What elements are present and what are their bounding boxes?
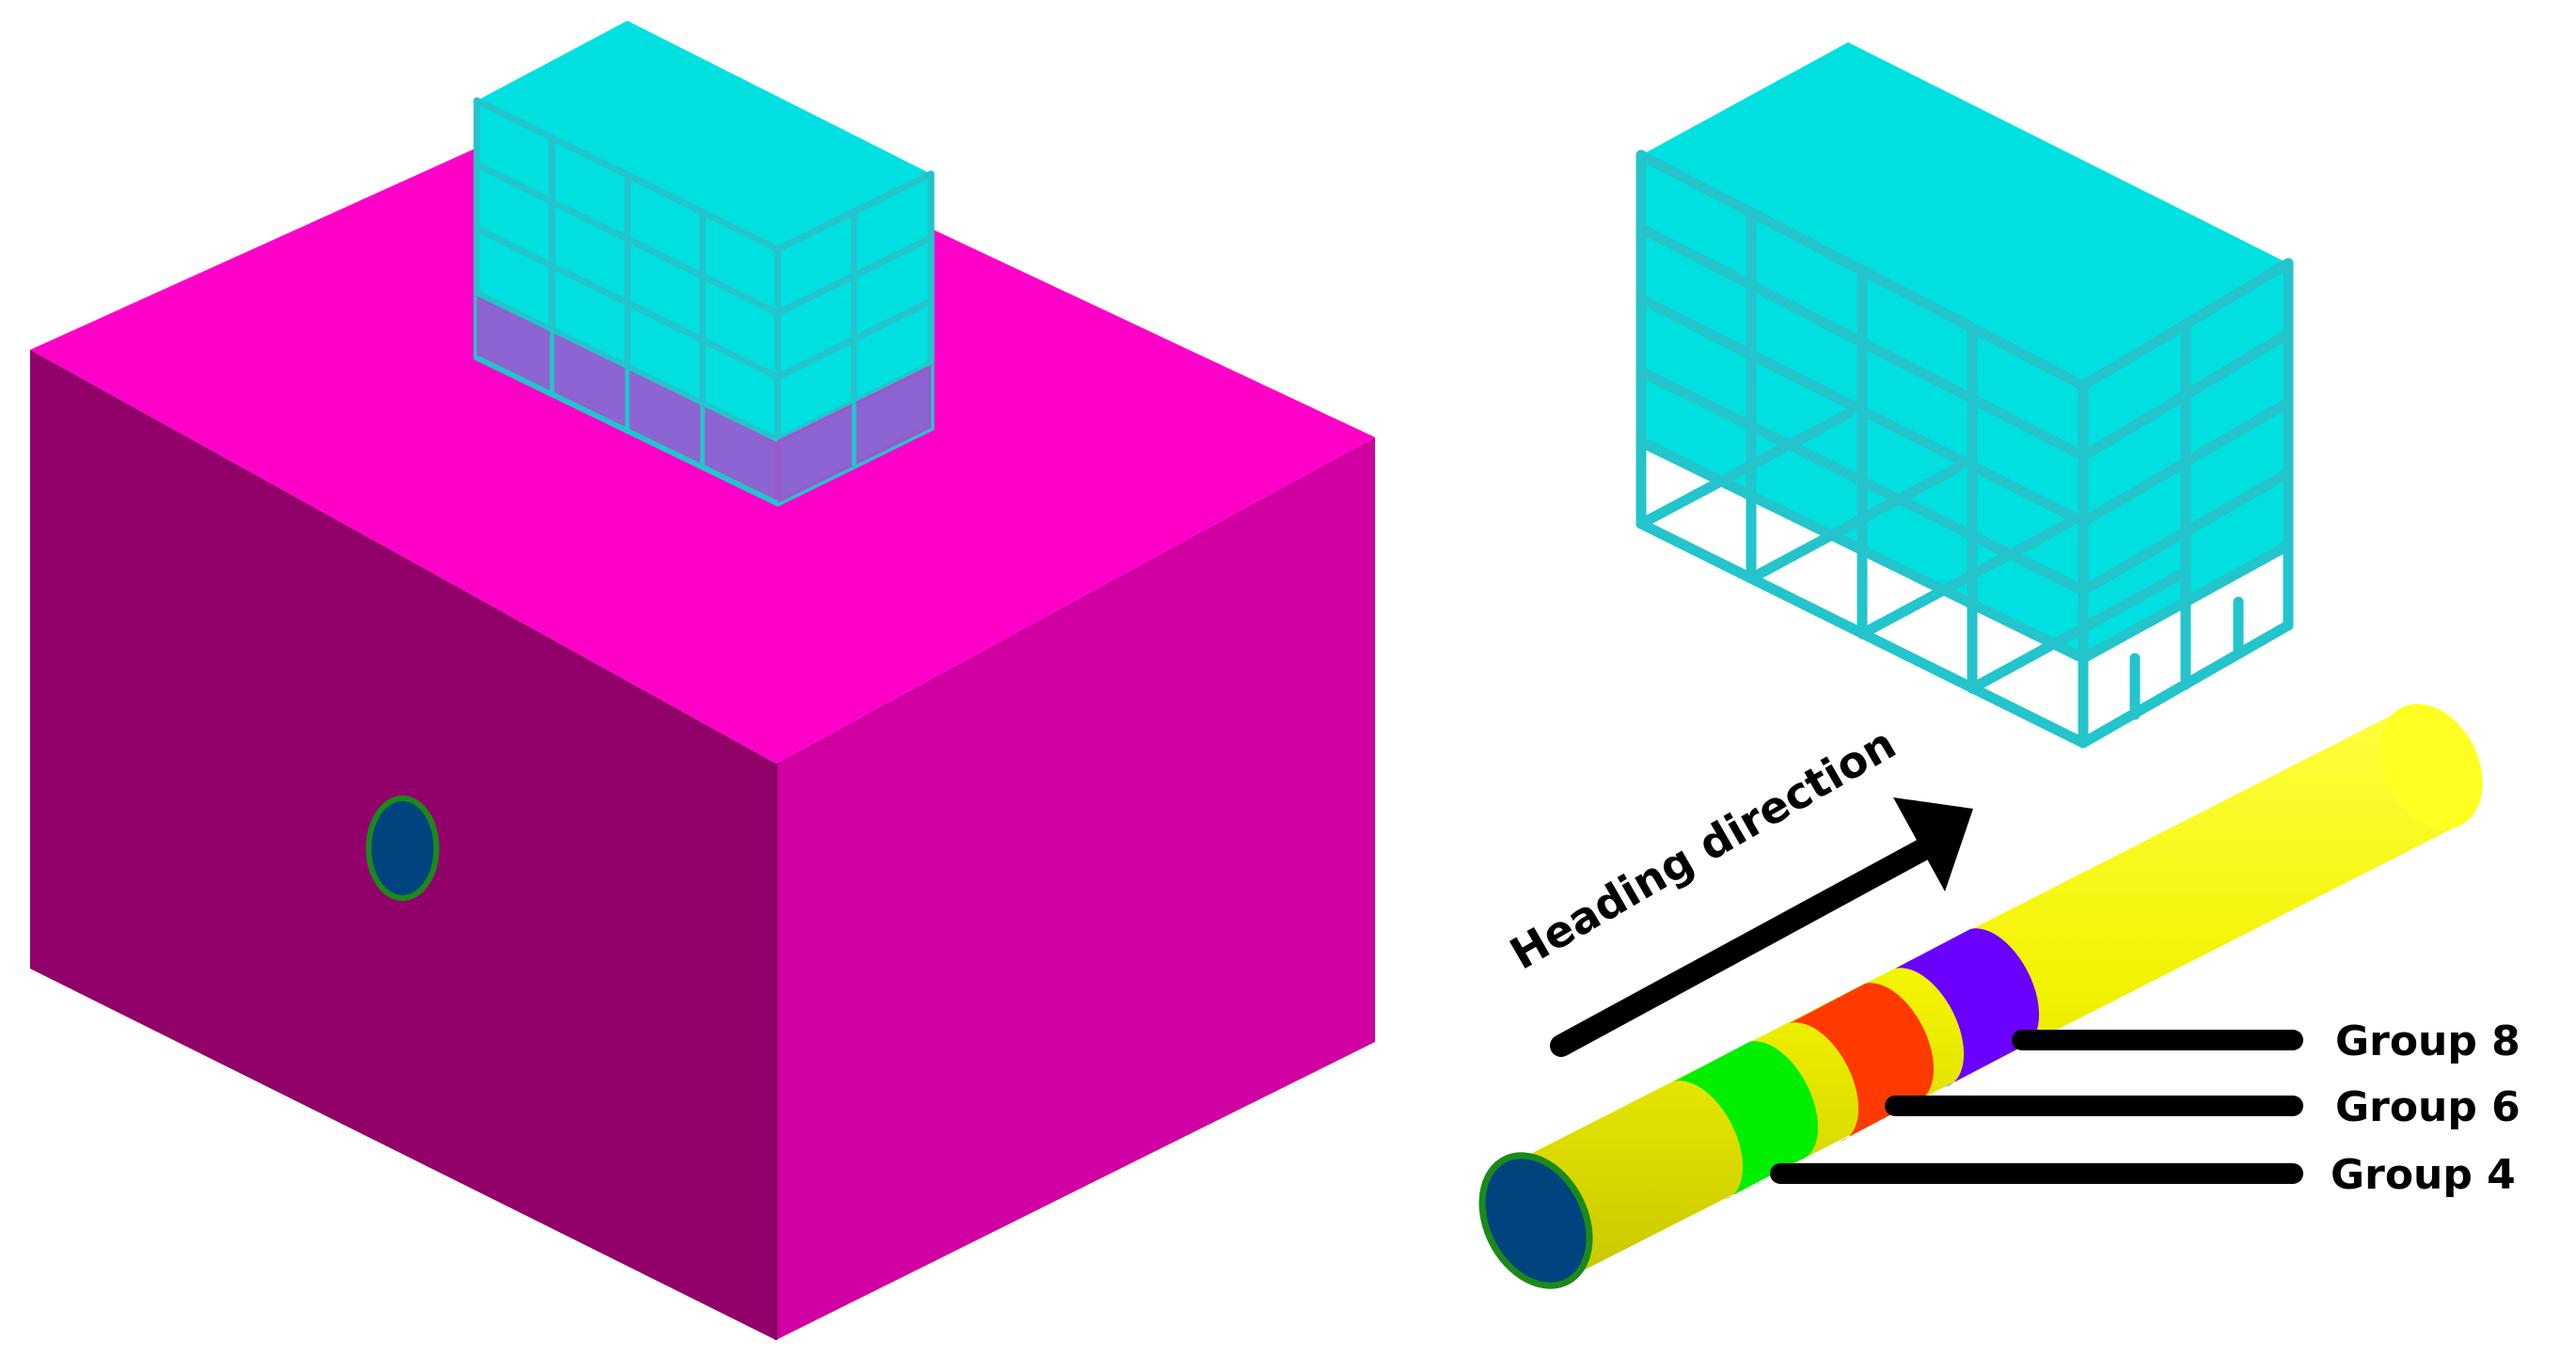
group-leaders <box>1770 1030 2303 1184</box>
ring-group-4 <box>1674 1041 1819 1200</box>
building-large-roof <box>1641 42 2288 386</box>
group-6-label: Group 6 <box>2335 1083 2521 1131</box>
arrowhead-icon <box>1893 797 1973 891</box>
tunnel <box>1478 703 2483 1289</box>
tunnel-opening <box>366 796 439 901</box>
group-8-label: Group 8 <box>2335 1017 2521 1065</box>
tunnel-far-end <box>2379 703 2483 829</box>
heading-label: Heading direction <box>1502 718 1904 979</box>
soil-block-right-face <box>776 437 1375 1340</box>
tunnel-near-face <box>1478 1152 1593 1289</box>
building-small-roof <box>477 21 931 249</box>
building-large <box>1636 42 2294 749</box>
ring-group-8 <box>1895 928 2040 1087</box>
group-4-label: Group 4 <box>2331 1151 2516 1199</box>
building-small <box>473 21 935 507</box>
heading-arrow <box>1550 797 1973 1057</box>
